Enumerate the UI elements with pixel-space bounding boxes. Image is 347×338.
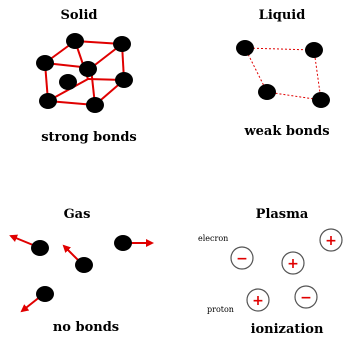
minus-sign: −	[300, 290, 312, 306]
solid-particle	[86, 97, 104, 113]
liquid-particle	[236, 40, 254, 56]
gas-panel: Gas no bonds	[9, 207, 154, 335]
solid-particle	[79, 61, 97, 77]
plasma-caption: ionization	[251, 322, 324, 337]
solid-particle	[113, 36, 131, 52]
liquid-particles	[236, 40, 330, 108]
plus-sign: +	[252, 293, 264, 309]
solid-particle	[39, 93, 57, 109]
plus-sign: +	[287, 256, 299, 272]
proton-ion	[281, 251, 305, 275]
liquid-panel: Liquid weak bonds	[236, 8, 330, 139]
ion-circles	[230, 228, 343, 312]
gas-particle	[75, 257, 93, 273]
solid-title: Solid	[60, 8, 97, 23]
solid-particle	[59, 74, 77, 90]
plasma-panel: Plasma elecron proton − + + + − ionizati…	[198, 207, 343, 337]
solid-particle	[36, 55, 54, 71]
proton-label: proton	[207, 305, 234, 314]
proton-ion	[319, 228, 343, 252]
solid-particle	[115, 72, 133, 88]
liquid-weak-bonds	[244, 47, 322, 101]
electron-label: elecron	[198, 234, 228, 243]
motion-arrow	[9, 234, 34, 246]
solid-caption: strong bonds	[41, 130, 137, 145]
electron-ion	[230, 246, 254, 270]
liquid-title: Liquid	[259, 8, 306, 23]
plasma-title: Plasma	[256, 207, 309, 222]
gas-caption: no bonds	[53, 320, 119, 335]
proton-ion	[246, 288, 270, 312]
liquid-particle	[258, 84, 276, 100]
solid-particles	[36, 33, 133, 113]
ion-signs: − + + + −	[236, 233, 337, 309]
liquid-particle	[305, 42, 323, 58]
solid-particle	[66, 33, 84, 49]
plus-sign: +	[325, 233, 337, 249]
electron-ion	[294, 285, 318, 309]
liquid-caption: weak bonds	[243, 124, 329, 139]
gas-particle	[36, 286, 54, 302]
solid-panel: Solid strong bo	[36, 8, 137, 145]
gas-particle	[31, 240, 49, 256]
gas-particles	[31, 235, 132, 302]
liquid-particle	[312, 92, 330, 108]
gas-particle	[114, 235, 132, 251]
gas-title: Gas	[64, 207, 91, 222]
minus-sign: −	[236, 251, 248, 267]
